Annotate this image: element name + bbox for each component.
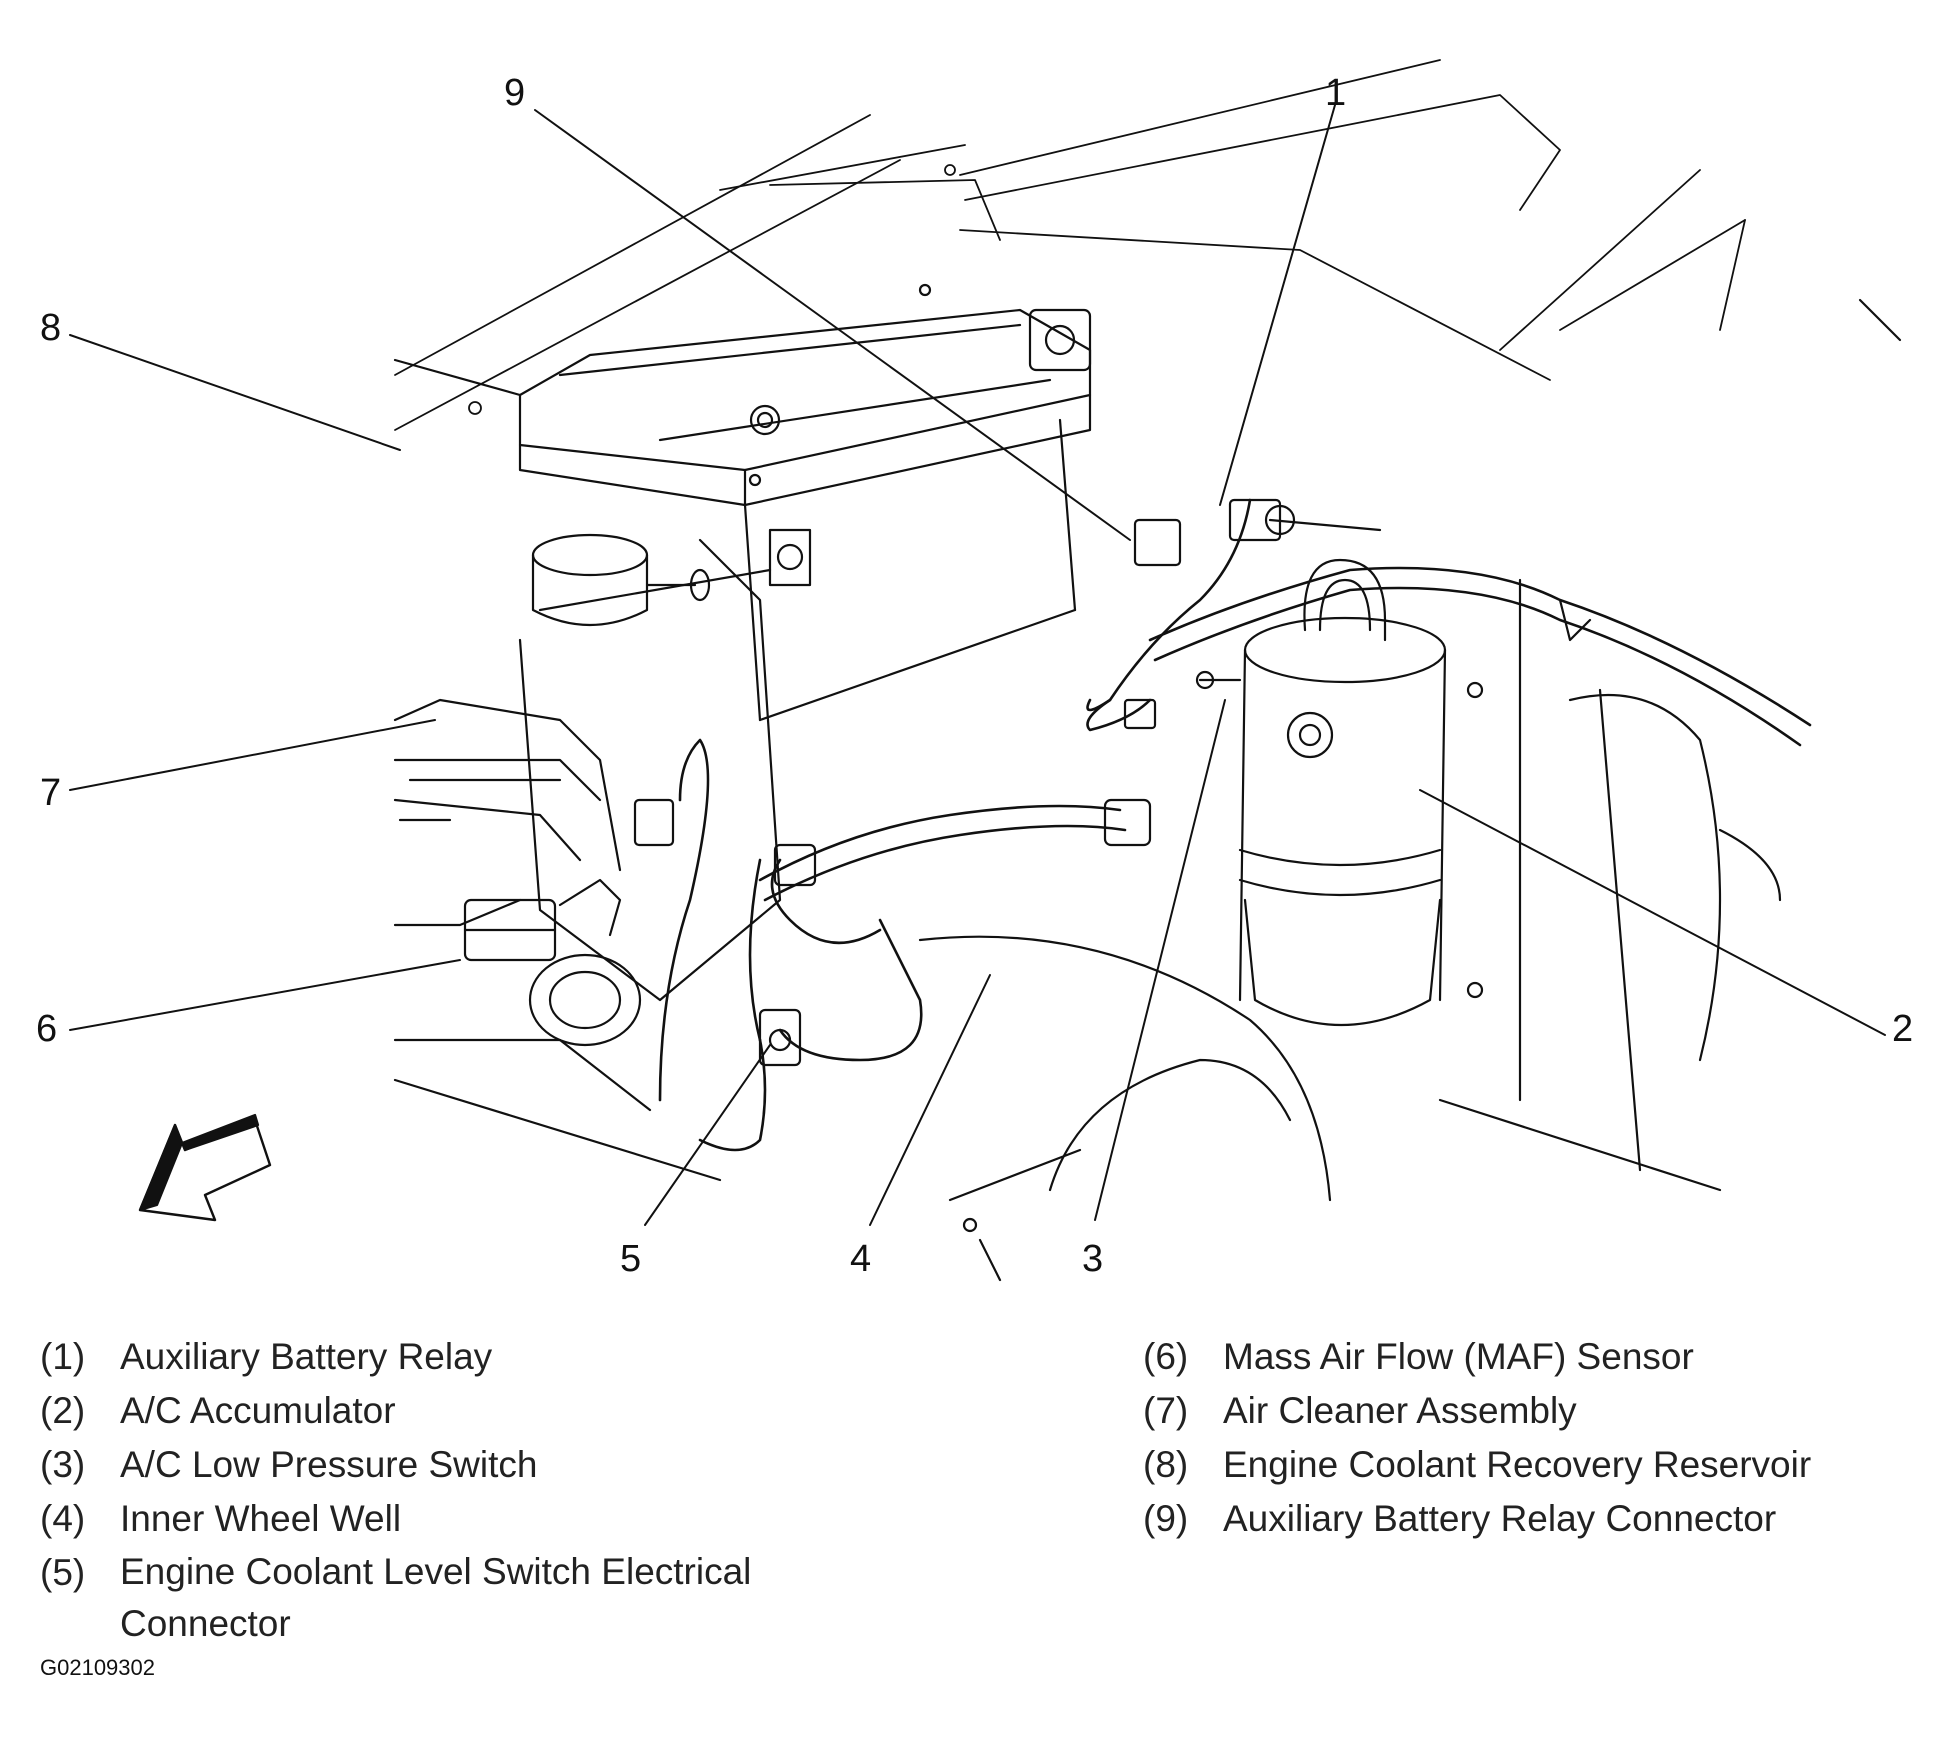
legend-label: Mass Air Flow (MAF) Sensor <box>1223 1336 1694 1377</box>
leader-lines <box>69 104 1886 1226</box>
leader-8 <box>69 334 401 451</box>
callout-7: 7 <box>40 772 62 814</box>
engine-compartment-diagram <box>69 59 1902 1282</box>
leader-3 <box>1094 699 1226 1221</box>
leader-5 <box>644 1044 771 1226</box>
cowl-panel-lines <box>394 59 1746 431</box>
legend-number: (8) <box>1143 1444 1189 1485</box>
leader-6 <box>69 959 461 1031</box>
callout-2: 2 <box>1892 1008 1914 1050</box>
legend-left-column: (1) Auxiliary Battery Relay (2) A/C Accu… <box>40 1330 900 1654</box>
leader-2 <box>1419 789 1886 1036</box>
leader-1 <box>1219 104 1336 506</box>
connectors <box>633 498 1592 1067</box>
maf-sensor <box>463 878 642 1047</box>
callout-3: 3 <box>1082 1238 1104 1280</box>
figure-code: G02109302 <box>40 1655 155 1680</box>
legend-label: A/C Low Pressure Switch <box>120 1444 538 1485</box>
legend-number: (4) <box>40 1498 86 1539</box>
legend-number: (7) <box>1143 1390 1189 1431</box>
callout-4: 4 <box>850 1238 872 1280</box>
legend-label: Engine Coolant Recovery Reservoir <box>1223 1444 1812 1485</box>
legend-number: (2) <box>40 1390 86 1431</box>
legend-label: Engine Coolant Level Switch Electrical C… <box>120 1551 752 1644</box>
legend-item-7: (7) Air Cleaner Assembly <box>1143 1384 1923 1438</box>
wiring-harness <box>658 498 1812 1152</box>
battery <box>518 283 1092 722</box>
legend-item-9: (9) Auxiliary Battery Relay Connector <box>1143 1492 1923 1546</box>
legend-item-2: (2) A/C Accumulator <box>40 1384 900 1438</box>
legend-label: Inner Wheel Well <box>120 1498 402 1539</box>
coolant-reservoir <box>393 358 782 1002</box>
legend-label: Auxiliary Battery Relay <box>120 1336 493 1377</box>
callout-1: 1 <box>1325 72 1347 114</box>
legend-number: (1) <box>40 1336 86 1377</box>
legend-right-column: (6) Mass Air Flow (MAF) Sensor (7) Air C… <box>1143 1330 1923 1546</box>
leader-7 <box>69 719 436 791</box>
callout-6: 6 <box>36 1008 58 1050</box>
callout-9: 9 <box>504 72 526 114</box>
legend-item-8: (8) Engine Coolant Recovery Reservoir <box>1143 1438 1923 1492</box>
legend-number: (9) <box>1143 1498 1189 1539</box>
legend-number: (3) <box>40 1444 86 1485</box>
legend-label: Auxiliary Battery Relay Connector <box>1223 1498 1777 1539</box>
front-direction-arrow <box>138 1113 272 1222</box>
inner-wheel-well <box>918 935 1332 1282</box>
legend-item-3: (3) A/C Low Pressure Switch <box>40 1438 900 1492</box>
legend-label: A/C Accumulator <box>120 1390 396 1431</box>
legend-item-1: (1) Auxiliary Battery Relay <box>40 1330 900 1384</box>
legend-item-6: (6) Mass Air Flow (MAF) Sensor <box>1143 1330 1923 1384</box>
air-cleaner-assembly <box>393 698 722 1182</box>
ac-accumulator <box>1195 558 1447 1027</box>
callout-8: 8 <box>40 307 62 349</box>
leader-9 <box>534 109 1131 541</box>
legend-item-5: (5) Engine Coolant Level Switch Electric… <box>40 1546 900 1654</box>
legend-label: Air Cleaner Assembly <box>1223 1390 1577 1431</box>
fender-panel <box>1438 298 1902 1192</box>
legend-item-4: (4) Inner Wheel Well <box>40 1492 900 1546</box>
legend-number: (6) <box>1143 1336 1189 1377</box>
legend-number: (5) <box>40 1552 86 1593</box>
callout-5: 5 <box>620 1238 642 1280</box>
leader-4 <box>869 974 991 1226</box>
